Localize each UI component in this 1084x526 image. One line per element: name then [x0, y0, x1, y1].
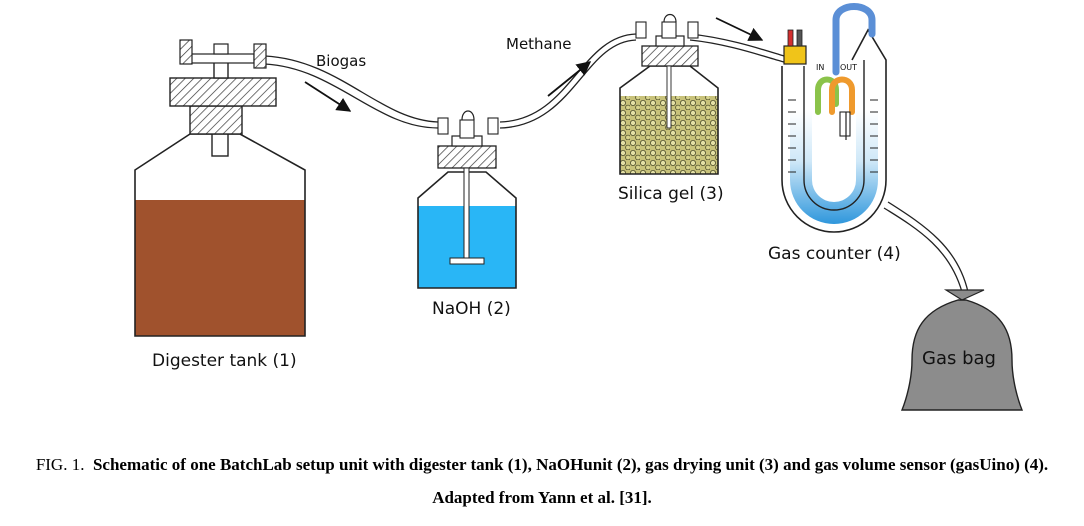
- label-digester-tank: Digester tank (1): [152, 351, 297, 371]
- arrow-biogas: [304, 81, 352, 112]
- label-gas-bag: Gas bag: [922, 348, 996, 369]
- label-silica-gel: Silica gel (3): [618, 184, 724, 204]
- label-out: OUT: [840, 63, 857, 72]
- silica-gel-bottle: [619, 13, 719, 175]
- gas-tubing: [264, 33, 969, 293]
- label-gas-counter: Gas counter (4): [768, 244, 901, 264]
- arrow-methane: [547, 61, 592, 97]
- label-naoh: NaOH (2): [432, 299, 511, 319]
- figure-number: FIG. 1.: [35, 455, 85, 474]
- figure-caption-text: Schematic of one BatchLab setup unit wit…: [92, 455, 1049, 507]
- digester-tank: [134, 39, 306, 337]
- gas-counter: [781, 3, 887, 233]
- naoh-bottle: [417, 110, 517, 289]
- label-in: IN: [816, 63, 824, 72]
- flow-arrows: [304, 17, 764, 112]
- figure-caption: FIG. 1. Schematic of one BatchLab setup …: [10, 448, 1074, 514]
- biogas-setup-diagram: Biogas Methane Digester tank (1) NaOH (2…: [134, 3, 1024, 411]
- arrow-counter-inlet: [715, 17, 764, 41]
- label-methane: Methane: [506, 35, 572, 53]
- gas-bag: [900, 289, 1024, 411]
- label-biogas: Biogas: [316, 52, 366, 70]
